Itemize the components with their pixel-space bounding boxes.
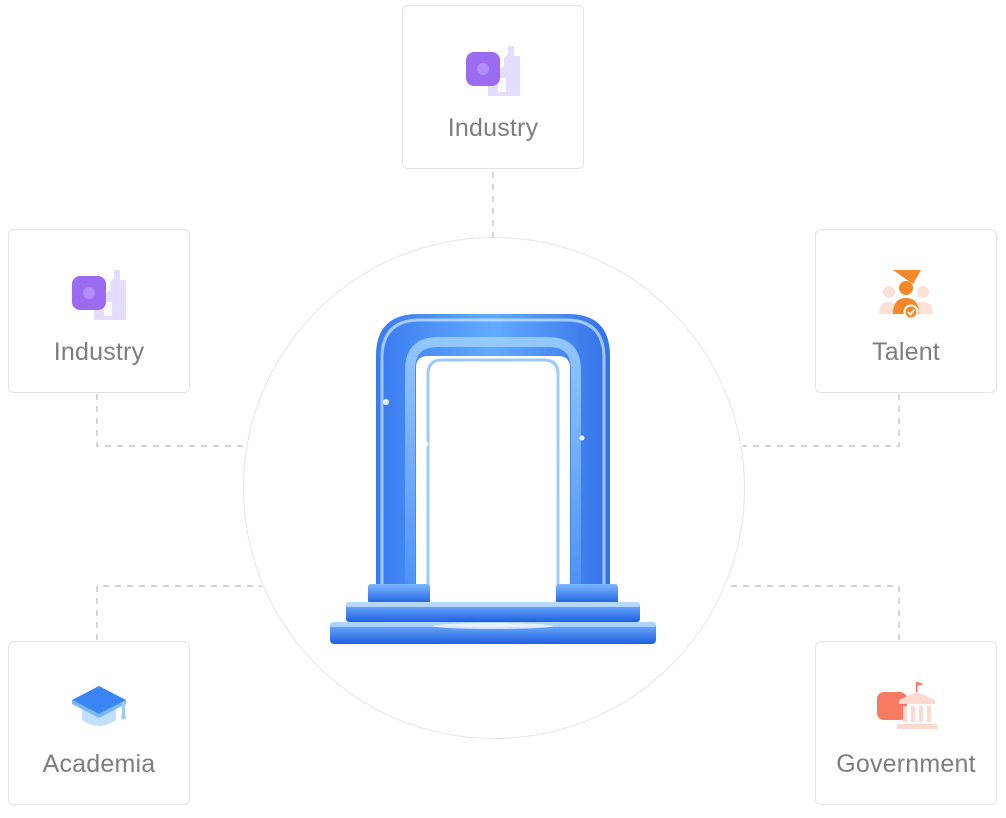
node-academia: Academia [8, 641, 190, 805]
node-industry-left: Industry [8, 229, 190, 393]
connector-left [96, 394, 245, 447]
talent-person-icon [879, 270, 933, 320]
factory-icon [466, 46, 520, 96]
node-label: Government [836, 750, 976, 778]
connector-bottom-left [96, 585, 262, 640]
government-building-icon [877, 682, 937, 729]
node-label: Industry [447, 114, 539, 142]
node-talent: Talent [815, 229, 997, 393]
graduation-cap-icon [72, 686, 126, 726]
node-label: Talent [872, 338, 940, 366]
node-industry-top: Industry [402, 5, 584, 169]
factory-icon [72, 270, 126, 320]
connector-right [743, 394, 900, 447]
connector-bottom-right [728, 585, 900, 640]
gate-arch-icon [330, 314, 656, 644]
node-government: Government [815, 641, 997, 805]
node-label: Academia [42, 750, 156, 778]
node-label: Industry [53, 338, 145, 366]
